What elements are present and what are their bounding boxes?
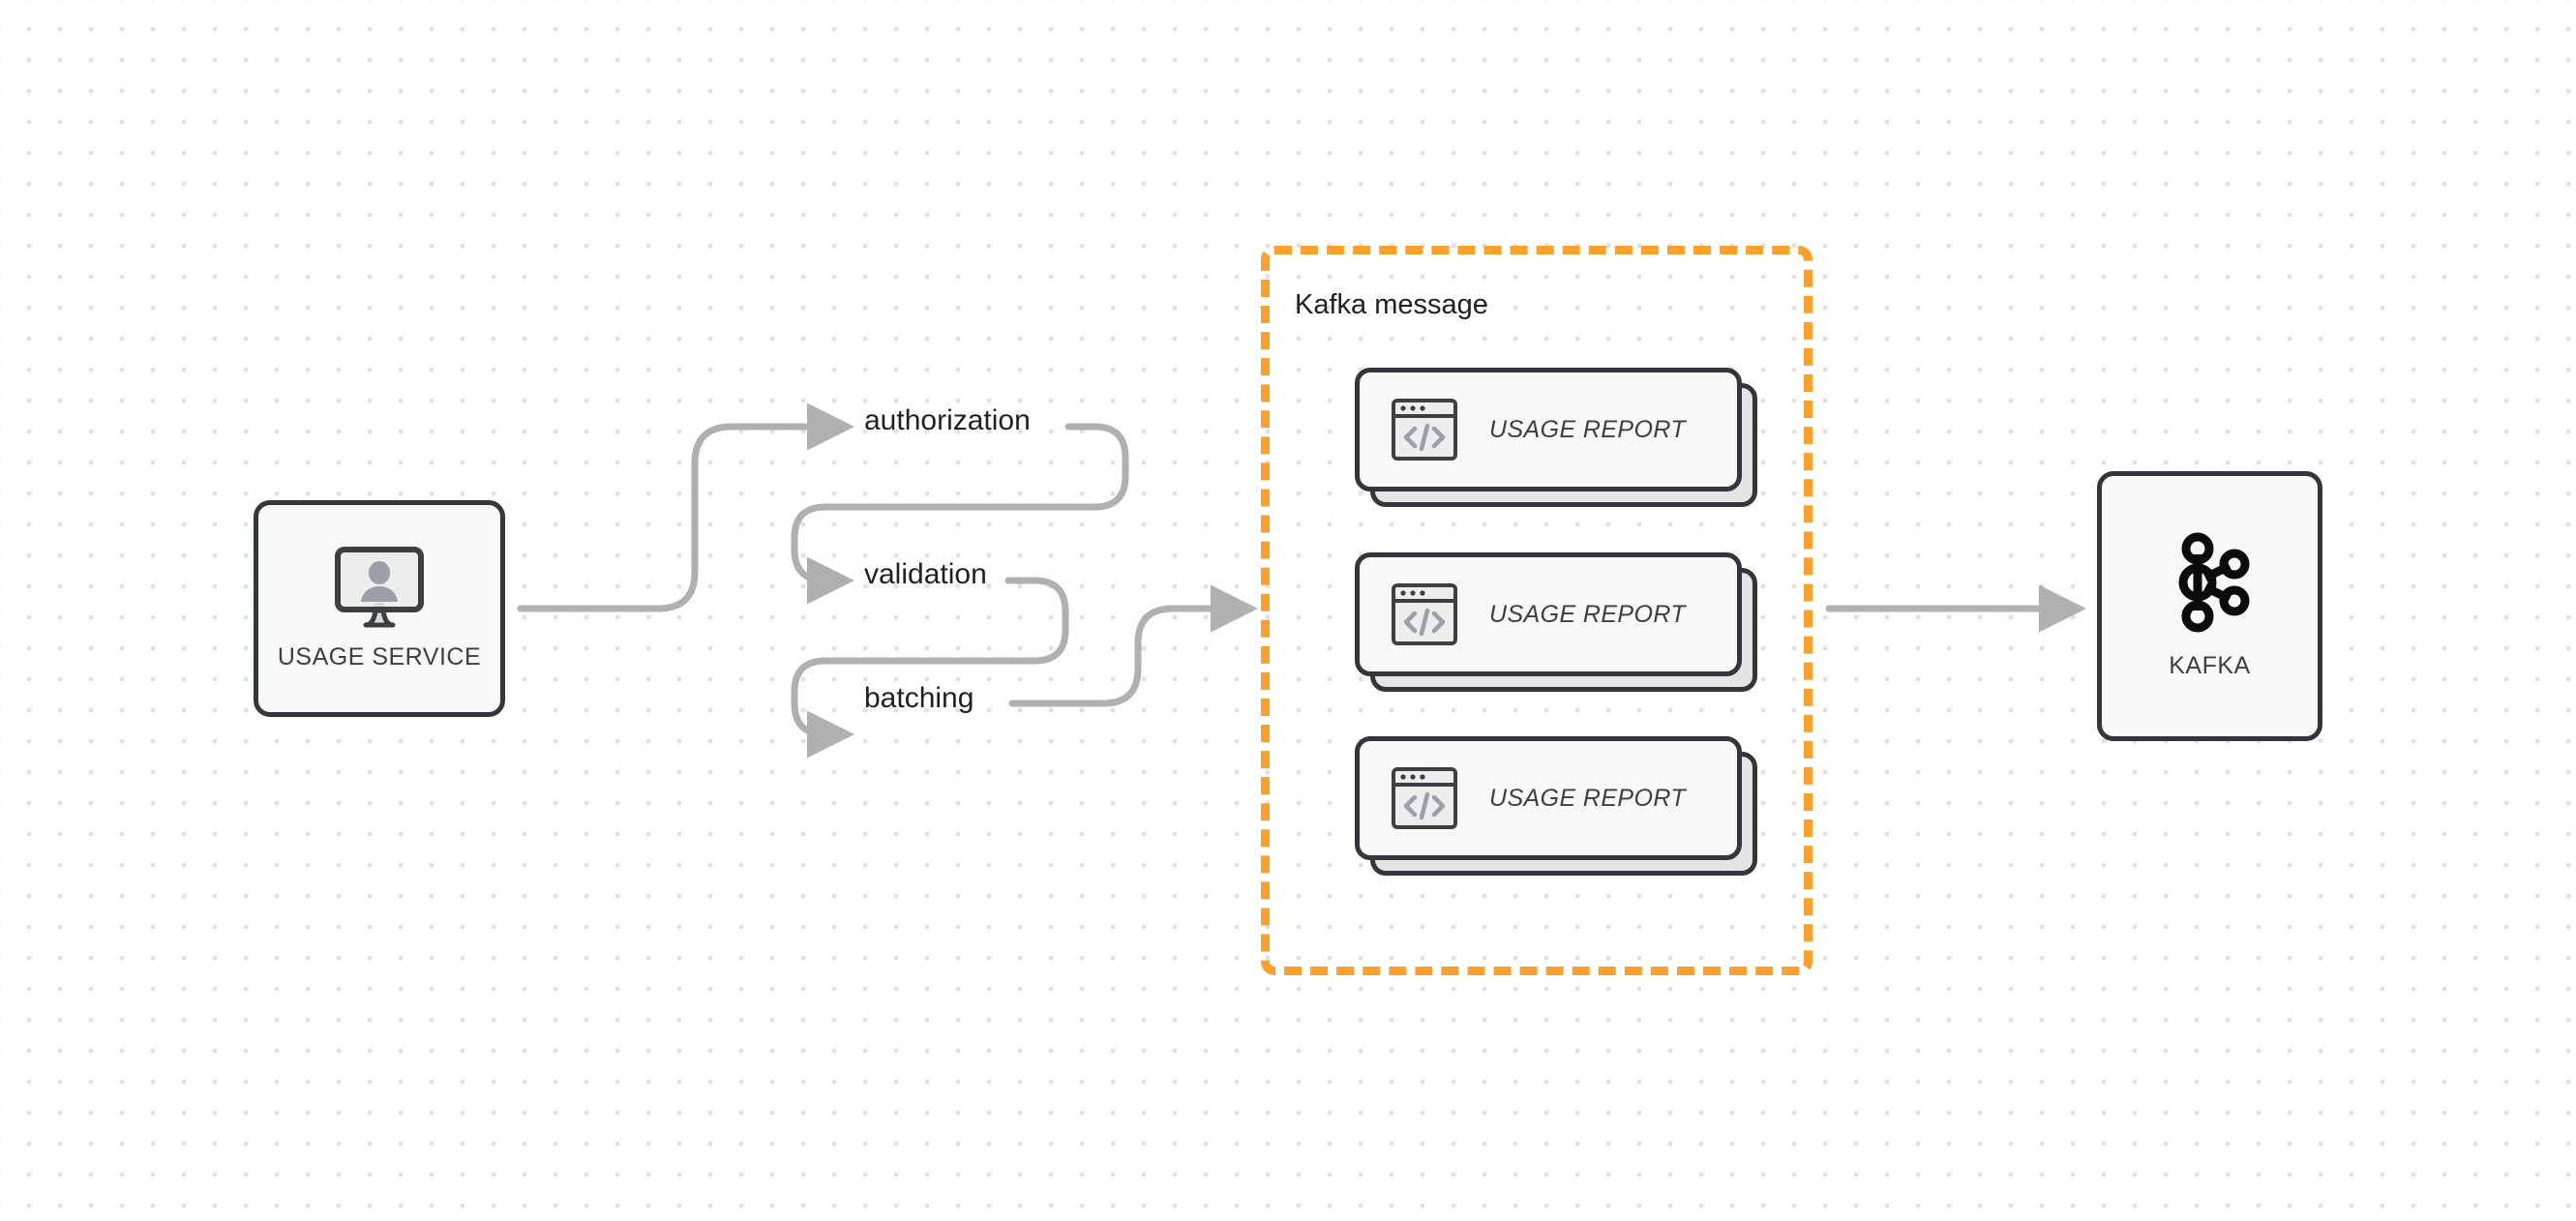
card-label: USAGE REPORT: [1489, 415, 1686, 443]
node-usage-service[interactable]: USAGE SERVICE: [254, 500, 505, 717]
card-label: USAGE REPORT: [1489, 600, 1686, 628]
code-window-icon: [1392, 399, 1457, 461]
card-face[interactable]: USAGE REPORT: [1355, 552, 1742, 676]
card-usage-report[interactable]: USAGE REPORT: [1355, 368, 1757, 507]
connector-usage-service-to-authorization: [517, 402, 854, 612]
card-usage-report[interactable]: USAGE REPORT: [1355, 736, 1757, 876]
pipeline-step-validation[interactable]: validation: [864, 558, 987, 590]
node-label-kafka: KAFKA: [2169, 652, 2251, 679]
pipeline-step-authorization[interactable]: authorization: [864, 404, 1031, 436]
monitor-user-icon: [335, 546, 424, 627]
node-kafka[interactable]: KAFKA: [2097, 471, 2322, 741]
card-label: USAGE REPORT: [1489, 784, 1686, 812]
card-usage-report[interactable]: USAGE REPORT: [1355, 552, 1757, 692]
card-face[interactable]: USAGE REPORT: [1355, 368, 1742, 491]
connector-batching-to-kafka-message: [1008, 584, 1258, 707]
group-kafka-message[interactable]: [1261, 246, 1812, 975]
kafka-logo-icon: [2178, 532, 2249, 633]
card-face[interactable]: USAGE REPORT: [1355, 736, 1742, 860]
code-window-icon: [1392, 583, 1457, 645]
pipeline-step-batching[interactable]: batching: [864, 682, 974, 714]
code-window-icon: [1392, 767, 1457, 829]
node-label-usage-service: USAGE SERVICE: [277, 642, 482, 670]
group-title-kafka-message: Kafka message: [1295, 289, 1488, 320]
